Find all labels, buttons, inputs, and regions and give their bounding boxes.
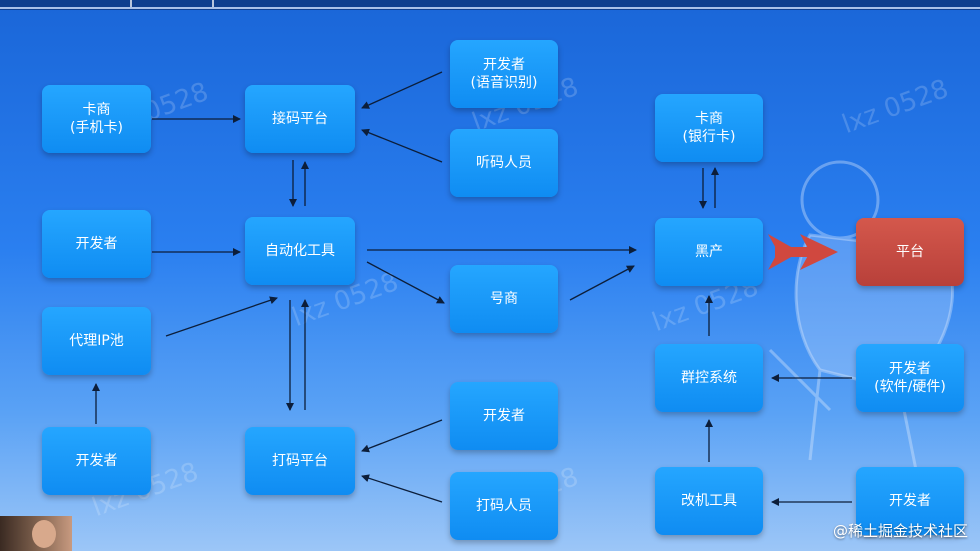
group-control-node: 群控系统: [655, 344, 763, 412]
node-sublabel: (手机卡): [70, 120, 123, 136]
node-label: 开发者: [889, 361, 931, 377]
source-credit: @稀土掘金技术社区: [832, 522, 968, 540]
node-label: 打码平台: [272, 453, 328, 469]
node-label: 开发者: [75, 453, 118, 469]
captcha-platform-node: 打码平台: [245, 427, 355, 495]
number-vendor-node: 号商: [450, 265, 558, 333]
node-sublabel: (银行卡): [682, 129, 736, 145]
slide-title-bar: [0, 0, 980, 10]
arrow: [361, 128, 443, 163]
node-sublabel: (语音识别): [470, 75, 538, 91]
node-label: 接码平台: [272, 111, 328, 127]
node-label: 卡商: [695, 111, 723, 127]
card-vendor-phone-node: 卡商 (手机卡): [42, 85, 151, 153]
red-arrow-shaft: [775, 247, 815, 257]
node-label: 自动化工具: [265, 243, 335, 259]
node-label: 开发者: [483, 57, 525, 73]
developer-node-4: 开发者: [856, 467, 964, 535]
node-label: 平台: [896, 244, 924, 260]
node-label: 黑产: [695, 244, 723, 260]
black-market-node: 黑产: [655, 218, 763, 286]
node-label: 号商: [490, 291, 518, 307]
device-mod-tool-node: 改机工具: [655, 467, 763, 535]
arrow: [165, 296, 278, 337]
developer-voice-node: 开发者 (语音识别): [450, 40, 558, 108]
arrow: [569, 265, 635, 301]
arrow: [361, 419, 443, 453]
captcha-staff-node: 打码人员: [450, 472, 558, 540]
developer-node-3: 开发者: [450, 382, 558, 450]
arrow: [361, 71, 443, 109]
node-label: 改机工具: [681, 493, 737, 509]
node-label: 代理IP池: [69, 333, 124, 349]
title-fragment: [130, 0, 214, 7]
presenter-thumbnail: [0, 516, 72, 551]
card-vendor-bank-node: 卡商 (银行卡): [655, 94, 763, 162]
node-label: 开发者: [483, 408, 525, 424]
node-label: 开发者: [75, 236, 118, 252]
arrow: [366, 261, 445, 304]
node-label: 开发者: [889, 493, 931, 509]
arrow: [361, 474, 443, 503]
node-label: 听码人员: [476, 155, 532, 171]
presenter-face: [32, 520, 56, 548]
big-red-arrow: [768, 234, 838, 270]
proxy-ip-pool-node: 代理IP池: [42, 307, 151, 375]
developer-node-1: 开发者: [42, 210, 151, 278]
receive-code-platform-node: 接码平台: [245, 85, 355, 153]
node-label: 卡商: [82, 102, 111, 118]
node-label: 群控系统: [681, 370, 737, 386]
developer-sw-hw-node: 开发者 (软件/硬件): [856, 344, 964, 412]
node-sublabel: (软件/硬件): [874, 379, 946, 395]
title-underline: [0, 7, 980, 9]
developer-node-2: 开发者: [42, 427, 151, 495]
platform-node: 平台: [856, 218, 964, 286]
automation-tool-node: 自动化工具: [245, 217, 355, 285]
red-arrow-head: [800, 234, 838, 270]
listen-code-staff-node: 听码人员: [450, 129, 558, 197]
node-label: 打码人员: [476, 498, 532, 514]
